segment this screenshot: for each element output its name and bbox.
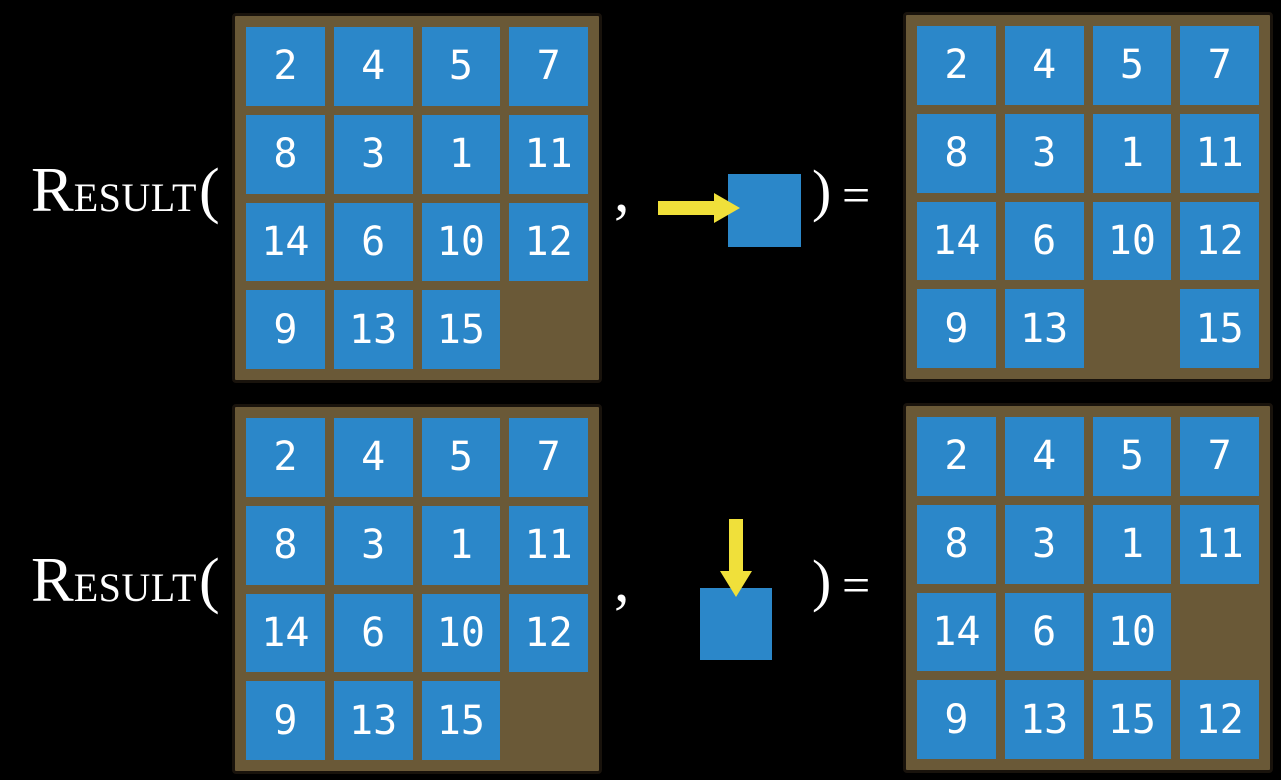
puzzle-tile: 7	[509, 27, 588, 106]
puzzle-tile: 3	[1004, 504, 1084, 584]
puzzle-board-initial: 2 4 5 7 8 3 1 11 14 6 10 12 9 13 15	[232, 13, 602, 383]
puzzle-tile: 13	[1004, 289, 1084, 368]
puzzle-tile: 7	[1180, 417, 1259, 496]
puzzle-tile: 9	[246, 290, 325, 369]
puzzle-tile: 7	[509, 418, 588, 497]
puzzle-tile: 8	[246, 505, 325, 585]
puzzle-tile: 2	[246, 418, 325, 497]
puzzle-tile: 6	[333, 593, 413, 673]
equals-sign: =	[842, 557, 871, 613]
puzzle-tile: 10	[421, 202, 501, 282]
equation-row-2: R ESULT ( 2 4 5 7 8 3 1 11 14 6 10 12 9 …	[0, 390, 1281, 780]
puzzle-tile: 5	[421, 418, 501, 497]
comma-separator: ,	[614, 547, 630, 615]
puzzle-tile: 3	[1004, 113, 1084, 193]
arrow-right-icon	[658, 193, 740, 223]
puzzle-tile: 6	[1004, 592, 1084, 672]
equation-row-1: R ESULT ( 2 4 5 7 8 3 1 11 14 6 10 12 9 …	[31, 12, 1273, 383]
puzzle-tile: 1	[421, 114, 501, 194]
puzzle-tile: 11	[509, 505, 588, 585]
puzzle-tile: 5	[421, 27, 501, 106]
puzzle-tile: 12	[509, 202, 588, 282]
function-name-initial: R	[31, 544, 74, 615]
puzzle-tile: 8	[917, 504, 996, 584]
function-name-rest: ESULT	[73, 175, 197, 220]
puzzle-tile: 14	[246, 593, 325, 673]
puzzle-empty-slot	[509, 290, 588, 369]
function-name-initial: R	[31, 154, 74, 225]
puzzle-tile: 15	[421, 290, 501, 369]
puzzle-tile: 10	[421, 593, 501, 673]
close-paren: )	[812, 158, 832, 223]
puzzle-tile: 6	[1004, 201, 1084, 281]
arrow-down-icon	[720, 519, 752, 597]
puzzle-tile: 4	[333, 27, 413, 106]
puzzle-tile: 11	[1180, 113, 1259, 193]
function-name-rest: ESULT	[73, 565, 197, 610]
puzzle-empty-slot	[509, 681, 588, 760]
puzzle-tile: 1	[421, 505, 501, 585]
open-paren: (	[198, 547, 220, 615]
puzzle-tile: 13	[1004, 680, 1084, 759]
result-function-label: R ESULT (	[31, 154, 220, 225]
puzzle-tile: 3	[333, 114, 413, 194]
puzzle-tile: 2	[917, 26, 996, 105]
puzzle-tile: 9	[246, 681, 325, 760]
puzzle-tile: 6	[333, 202, 413, 282]
puzzle-tile: 11	[1180, 504, 1259, 584]
puzzle-tile: 5	[1092, 26, 1172, 105]
puzzle-empty-slot	[1093, 289, 1172, 368]
equals-sign: =	[842, 167, 871, 223]
action-tile	[728, 174, 801, 247]
puzzle-tile: 2	[917, 417, 996, 496]
puzzle-tile: 8	[246, 114, 325, 194]
puzzle-tile: 13	[333, 681, 413, 760]
result-function-label: R ESULT (	[31, 544, 220, 615]
puzzle-tile: 15	[1092, 680, 1172, 759]
puzzle-tile: 15	[421, 681, 501, 760]
puzzle-tile: 12	[1180, 680, 1259, 759]
puzzle-tile: 14	[917, 201, 996, 281]
puzzle-tile: 4	[333, 418, 413, 497]
puzzle-tile: 4	[1004, 417, 1084, 496]
puzzle-tile: 8	[917, 113, 996, 193]
puzzle-tile: 3	[333, 505, 413, 585]
puzzle-tile: 5	[1092, 417, 1172, 496]
puzzle-tile: 14	[246, 202, 325, 282]
puzzle-tile: 11	[509, 114, 588, 194]
open-paren: (	[198, 157, 220, 225]
puzzle-tile: 15	[1180, 289, 1259, 368]
puzzle-empty-slot	[1180, 593, 1259, 672]
puzzle-tile: 14	[917, 592, 996, 672]
puzzle-tile: 12	[1180, 201, 1259, 281]
action-tile	[700, 588, 772, 660]
puzzle-tile: 12	[509, 593, 588, 673]
puzzle-tile: 2	[246, 27, 325, 106]
comma-separator: ,	[614, 157, 630, 225]
puzzle-tile: 9	[917, 680, 996, 759]
puzzle-tile: 7	[1180, 26, 1259, 105]
puzzle-tile: 13	[333, 290, 413, 369]
puzzle-tile: 10	[1092, 592, 1172, 672]
puzzle-board-result: 2 4 5 7 8 3 1 11 14 6 10 9 13 15 12	[903, 403, 1273, 773]
puzzle-tile: 4	[1004, 26, 1084, 105]
puzzle-tile: 1	[1092, 504, 1172, 584]
puzzle-board-initial: 2 4 5 7 8 3 1 11 14 6 10 12 9 13 15	[232, 404, 602, 774]
puzzle-tile: 10	[1092, 201, 1172, 281]
close-paren: )	[812, 548, 832, 613]
puzzle-tile: 9	[917, 289, 996, 368]
puzzle-tile: 1	[1092, 113, 1172, 193]
puzzle-board-result: 2 4 5 7 8 3 1 11 14 6 10 12 9 13 15	[903, 12, 1273, 382]
